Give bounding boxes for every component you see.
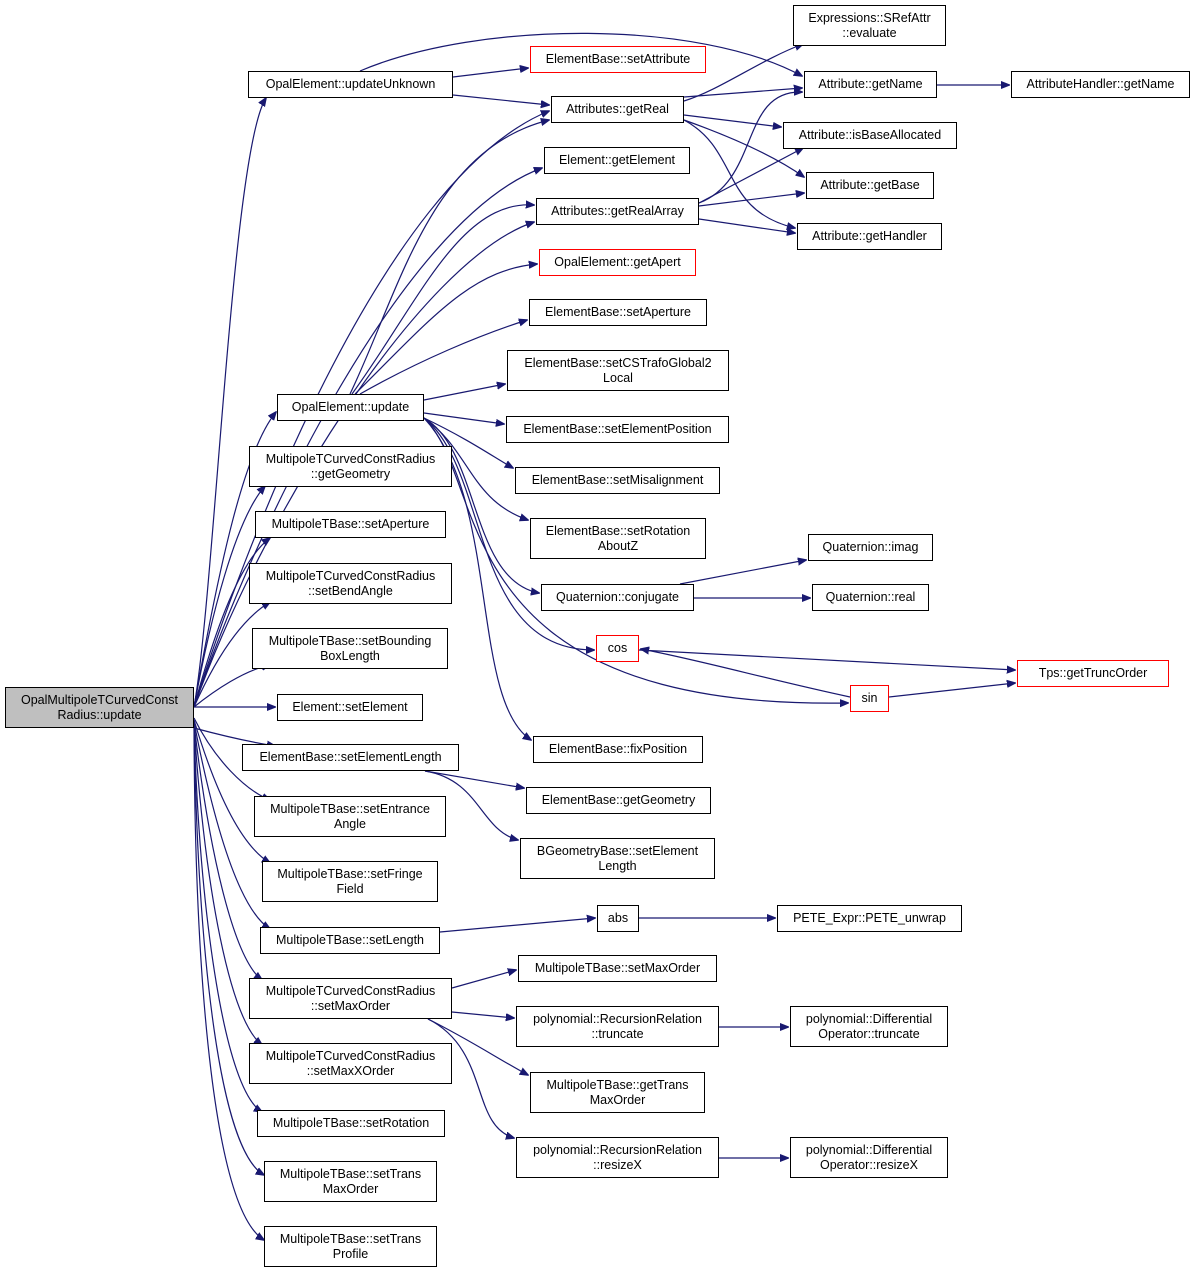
edge-get-real-array-to-get-base [698,193,804,207]
edge-root-to-update-unknown [193,98,266,708]
edge-set-length-to-abs [439,918,595,933]
edge-set-max-order-to-rr-resize-x [427,1018,514,1138]
node-opal-get-apert[interactable]: OpalElement::getApert [539,249,696,276]
node-mtb-set-aperture[interactable]: MultipoleTBase::setAperture [255,511,446,538]
edge-root-to-set-trans-max-order [193,725,264,1175]
node-attribute-get-name[interactable]: Attribute::getName [804,71,937,98]
edge-update-to-conjugate [423,417,539,593]
node-element-get-element[interactable]: Element::getElement [544,147,690,174]
node-rr-truncate[interactable]: polynomial::RecursionRelation ::truncate [516,1006,719,1047]
node-mtccr-set-max-x-order[interactable]: MultipoleTCurvedConstRadius ::setMaxXOrd… [249,1043,452,1084]
node-mtb-set-trans-profile[interactable]: MultipoleTBase::setTrans Profile [264,1226,437,1267]
node-opal-update[interactable]: OpalElement::update [277,394,424,421]
node-mtb-set-rotation[interactable]: MultipoleTBase::setRotation [257,1110,445,1137]
node-mtb-set-fringe-field[interactable]: MultipoleTBase::setFringe Field [262,861,438,902]
node-mtb-get-trans-max-order[interactable]: MultipoleTBase::getTrans MaxOrder [530,1072,705,1113]
edge-root-to-set-max-x-order [193,724,262,1045]
edge-root-to-set-aperture [193,538,270,708]
node-attribute-handler-get-name[interactable]: AttributeHandler::getName [1011,71,1190,98]
edge-update-to-get-real-array [351,205,534,395]
edge-get-real-array-to-is-base-allocated [698,148,803,204]
node-cos[interactable]: cos [596,635,639,662]
node-mtccr-get-geometry[interactable]: MultipoleTCurvedConstRadius ::getGeometr… [249,446,452,487]
node-mtb-set-entrance-angle[interactable]: MultipoleTBase::setEntrance Angle [254,796,446,837]
edge-get-real-to-is-base-allocated [683,114,781,127]
edge-get-real-array-to-get-handler [698,218,795,233]
node-rr-resize-x[interactable]: polynomial::RecursionRelation ::resizeX [516,1137,719,1178]
node-quaternion-imag[interactable]: Quaternion::imag [808,534,933,561]
edge-get-real-array-to-get-name [698,92,802,204]
edge-update-unknown-to-set-attribute [452,68,528,78]
edge-root-to-set-trans-profile [193,726,264,1240]
edge-update-to-set-aperture [359,320,527,395]
node-mtb-set-trans-max-order[interactable]: MultipoleTBase::setTrans MaxOrder [264,1161,437,1202]
edge-root-to-set-length [193,721,270,929]
node-expr-sref-evaluate[interactable]: Expressions::SRefAttr ::evaluate [793,5,946,46]
node-element-base-get-geometry[interactable]: ElementBase::getGeometry [526,787,711,814]
edge-update-unknown-to-get-real [452,94,549,105]
node-attributes-get-real-array[interactable]: Attributes::getRealArray [536,198,699,225]
node-attribute-get-base[interactable]: Attribute::getBase [806,172,934,199]
edge-update-to-set-element-position [423,412,504,424]
edge-root-to-get-geometry [193,486,265,708]
edge-update-to-set-misalignment [423,417,513,468]
node-element-base-set-rotation-about-z[interactable]: ElementBase::setRotation AboutZ [530,518,706,559]
node-pete-unwrap[interactable]: PETE_Expr::PETE_unwrap [777,905,962,932]
edge-set-max-order-to-rr-truncate [451,1011,514,1018]
node-bgeometry-set-element-length[interactable]: BGeometryBase::setElement Length [520,838,715,879]
edge-update-to-set-cs-trafo [423,384,505,401]
edge-root-to-set-rotation [193,725,262,1112]
node-root-update: OpalMultipoleTCurvedConst Radius::update [5,687,194,728]
edge-set-element-length-to-bgeometry [424,770,518,840]
node-quaternion-conjugate[interactable]: Quaternion::conjugate [541,584,694,611]
edge-update-to-get-real [349,120,549,395]
node-sin[interactable]: sin [850,685,889,712]
node-diffop-truncate[interactable]: polynomial::Differential Operator::trunc… [790,1006,948,1047]
edge-conjugate-to-imag [679,560,806,585]
node-quaternion-real[interactable]: Quaternion::real [812,584,929,611]
edge-sin-to-cos [641,649,851,698]
edge-set-max-order-to-mtb-set-max-order [451,970,516,989]
edge-update-to-get-apert [354,264,537,395]
edge-root-to-set-bend-angle [193,602,270,708]
edge-update-unknown-to-get-name [359,32,802,76]
edge-get-real-to-get-name [683,88,802,98]
edge-root-to-opal-update [193,412,276,708]
node-attribute-get-handler[interactable]: Attribute::getHandler [797,223,942,250]
node-attributes-get-real[interactable]: Attributes::getReal [551,96,684,123]
edge-cos-to-trunc-order [638,649,1015,670]
edge-set-max-order-to-get-trans-max-order [427,1018,528,1075]
node-diffop-resize-x[interactable]: polynomial::Differential Operator::resiz… [790,1137,948,1178]
edge-root-to-set-max-order [193,723,262,980]
edge-get-real-to-get-base [683,119,804,177]
edge-root-to-get-element [193,168,542,708]
node-element-set-element[interactable]: Element::setElement [277,694,423,721]
node-mtb-set-max-order[interactable]: MultipoleTBase::setMaxOrder [518,955,717,982]
node-abs[interactable]: abs [597,905,639,932]
node-mtb-set-bounding-box-length[interactable]: MultipoleTBase::setBounding BoxLength [252,628,448,669]
edge-root-to-set-fringe-field [193,719,270,863]
node-element-base-fix-position[interactable]: ElementBase::fixPosition [533,736,703,763]
edge-sin-to-trunc-order [888,683,1015,698]
node-mtccr-set-max-order[interactable]: MultipoleTCurvedConstRadius ::setMaxOrde… [249,978,452,1019]
node-mtb-set-length[interactable]: MultipoleTBase::setLength [260,927,440,954]
node-tps-get-trunc-order[interactable]: Tps::getTruncOrder [1017,660,1169,687]
edge-set-element-length-to-get-geometry [424,770,524,788]
node-element-base-set-element-length[interactable]: ElementBase::setElementLength [242,744,459,771]
node-attribute-is-base-allocated[interactable]: Attribute::isBaseAllocated [783,122,957,149]
node-opal-update-unknown[interactable]: OpalElement::updateUnknown [248,71,453,98]
node-element-base-set-element-position[interactable]: ElementBase::setElementPosition [506,416,729,443]
node-element-base-set-cs-trafo[interactable]: ElementBase::setCSTrafoGlobal2 Local [507,350,729,391]
edge-get-real-to-get-handler [683,119,795,228]
node-mtccr-set-bend-angle[interactable]: MultipoleTCurvedConstRadius ::setBendAng… [249,563,452,604]
node-element-base-set-misalignment[interactable]: ElementBase::setMisalignment [515,467,720,494]
node-element-base-set-aperture[interactable]: ElementBase::setAperture [529,299,707,326]
node-element-base-set-attribute[interactable]: ElementBase::setAttribute [530,46,706,73]
